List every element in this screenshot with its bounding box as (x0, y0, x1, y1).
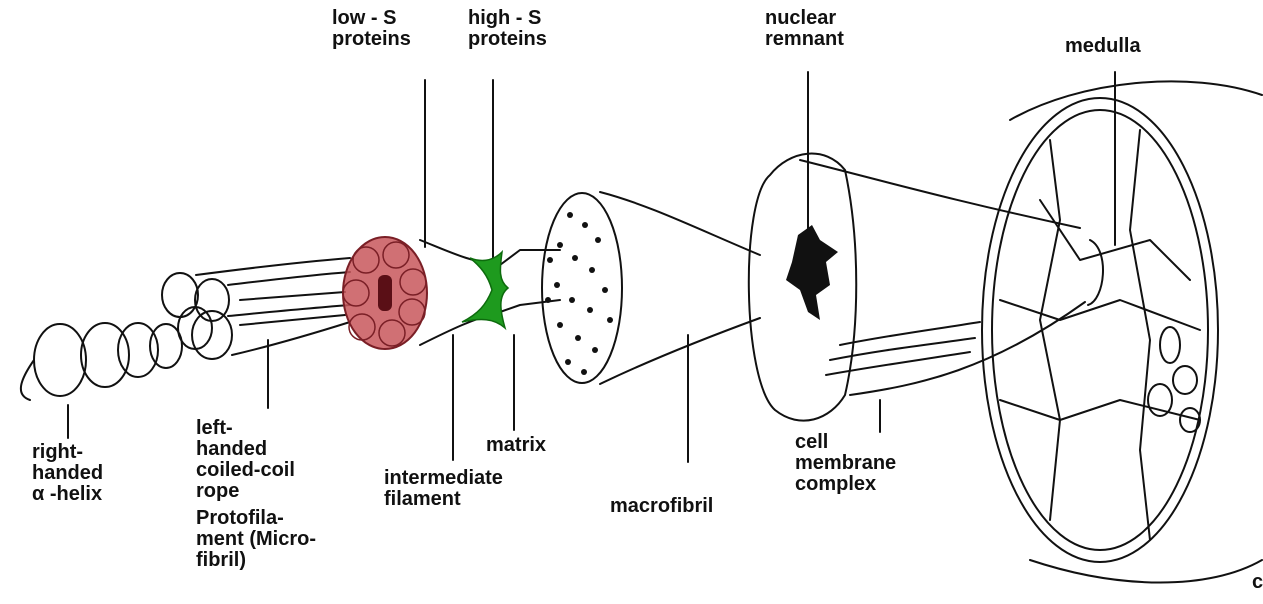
macrofibril-texture (545, 212, 613, 375)
label-high-s-proteins: high - S proteins (468, 8, 547, 50)
label-left-handed-rope: left- handed coiled-coil rope (196, 418, 295, 502)
alpha-helix-coils (21, 323, 182, 400)
coiled-coil-rope (162, 258, 350, 359)
protofilament-highlight (343, 237, 427, 349)
matrix-highlight (462, 252, 508, 328)
label-macrofibril: macrofibril (610, 496, 713, 517)
nuclear-remnant (786, 225, 838, 320)
label-intermediate-filament: intermediate filament (384, 468, 503, 510)
intermediate-filament-cone (420, 240, 560, 345)
label-medulla: medulla (1065, 36, 1141, 57)
hair-fibre-cross-section (982, 81, 1262, 582)
label-cell-membrane-complex: cell membrane complex (795, 432, 896, 495)
label-matrix: matrix (486, 435, 546, 456)
macrofibril-disc (542, 192, 760, 384)
label-right-handed-helix: right- handed α -helix (32, 442, 103, 505)
leader-lines (68, 72, 1115, 462)
label-cut-off-letter: c (1252, 572, 1263, 593)
label-protofilament: Protofila- ment (Micro- fibril) (196, 508, 316, 571)
label-nuclear-remnant: nuclear remnant (765, 8, 844, 50)
label-low-s-proteins: low - S proteins (332, 8, 411, 50)
